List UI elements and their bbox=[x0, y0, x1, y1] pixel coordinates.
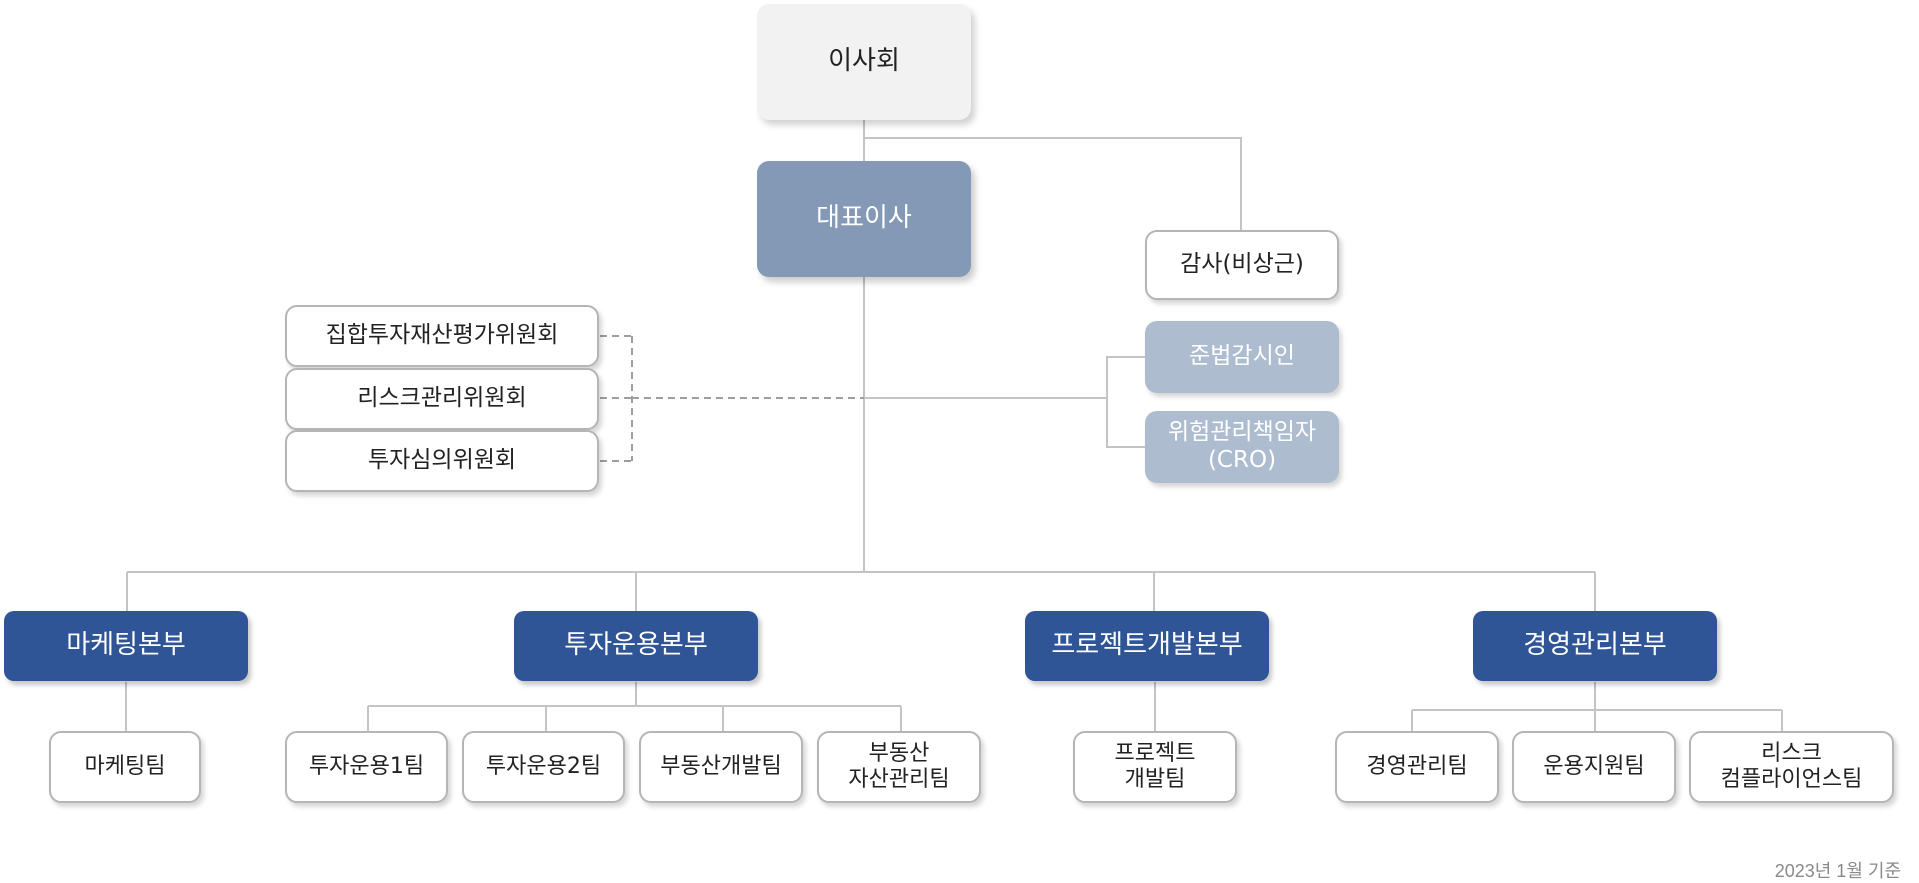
team-investment-2: 투자운용2팀 bbox=[462, 731, 625, 803]
team-label: 부동산 자산관리팀 bbox=[848, 740, 950, 792]
team-real-estate-asset: 부동산 자산관리팀 bbox=[817, 731, 981, 803]
compliance-officer-label: 준법감시인 bbox=[1189, 343, 1295, 370]
risk-officer-label: 위험관리책임자 (CRO) bbox=[1167, 419, 1317, 473]
board-label: 이사회 bbox=[828, 46, 900, 77]
division-investment: 투자운용본부 bbox=[514, 611, 758, 681]
team-label: 마케팅팀 bbox=[84, 753, 166, 779]
division-label: 투자운용본부 bbox=[564, 630, 708, 661]
team-label: 프로젝트 개발팀 bbox=[1114, 740, 1196, 792]
team-management: 경영관리팀 bbox=[1335, 731, 1499, 803]
division-marketing: 마케팅본부 bbox=[4, 611, 248, 681]
compliance-officer-node: 준법감시인 bbox=[1145, 321, 1339, 393]
committee-valuation-node: 집합투자재산평가위원회 bbox=[285, 305, 599, 367]
committee-investment-node: 투자심의위원회 bbox=[285, 430, 599, 492]
division-label: 프로젝트개발본부 bbox=[1051, 630, 1243, 661]
division-project: 프로젝트개발본부 bbox=[1025, 611, 1269, 681]
committee-label: 리스크관리위원회 bbox=[357, 385, 527, 412]
auditor-connector bbox=[864, 137, 1242, 230]
team-label: 리스크 컴플라이언스팀 bbox=[1720, 740, 1863, 792]
division-label: 마케팅본부 bbox=[66, 630, 186, 661]
committee-risk-node: 리스크관리위원회 bbox=[285, 368, 599, 430]
team-label: 부동산개발팀 bbox=[660, 753, 782, 779]
risk-officer-node: 위험관리책임자 (CRO) bbox=[1145, 411, 1339, 483]
team-real-estate-dev: 부동산개발팀 bbox=[639, 731, 803, 803]
team-operations-support: 운용지원팀 bbox=[1512, 731, 1676, 803]
board-node: 이사회 bbox=[757, 4, 971, 120]
team-label: 경영관리팀 bbox=[1366, 753, 1468, 779]
committee-label: 투자심의위원회 bbox=[367, 447, 517, 474]
ceo-label: 대표이사 bbox=[816, 203, 912, 234]
auditor-label: 감사(비상근) bbox=[1180, 251, 1304, 278]
auditor-node: 감사(비상근) bbox=[1145, 230, 1339, 300]
team-marketing: 마케팅팀 bbox=[49, 731, 201, 803]
team-label: 투자운용1팀 bbox=[308, 753, 425, 779]
division-label: 경영관리본부 bbox=[1523, 630, 1667, 661]
ceo-node: 대표이사 bbox=[757, 161, 971, 277]
officer-bracket bbox=[1106, 356, 1145, 448]
division-management: 경영관리본부 bbox=[1473, 611, 1717, 681]
committee-label: 집합투자재산평가위원회 bbox=[325, 322, 559, 349]
team-label: 투자운용2팀 bbox=[485, 753, 602, 779]
team-project-dev: 프로젝트 개발팀 bbox=[1073, 731, 1237, 803]
date-footnote: 2023년 1월 기준 bbox=[1774, 861, 1901, 881]
team-risk-compliance: 리스크 컴플라이언스팀 bbox=[1689, 731, 1894, 803]
team-investment-1: 투자운용1팀 bbox=[285, 731, 448, 803]
team-label: 운용지원팀 bbox=[1543, 753, 1645, 779]
